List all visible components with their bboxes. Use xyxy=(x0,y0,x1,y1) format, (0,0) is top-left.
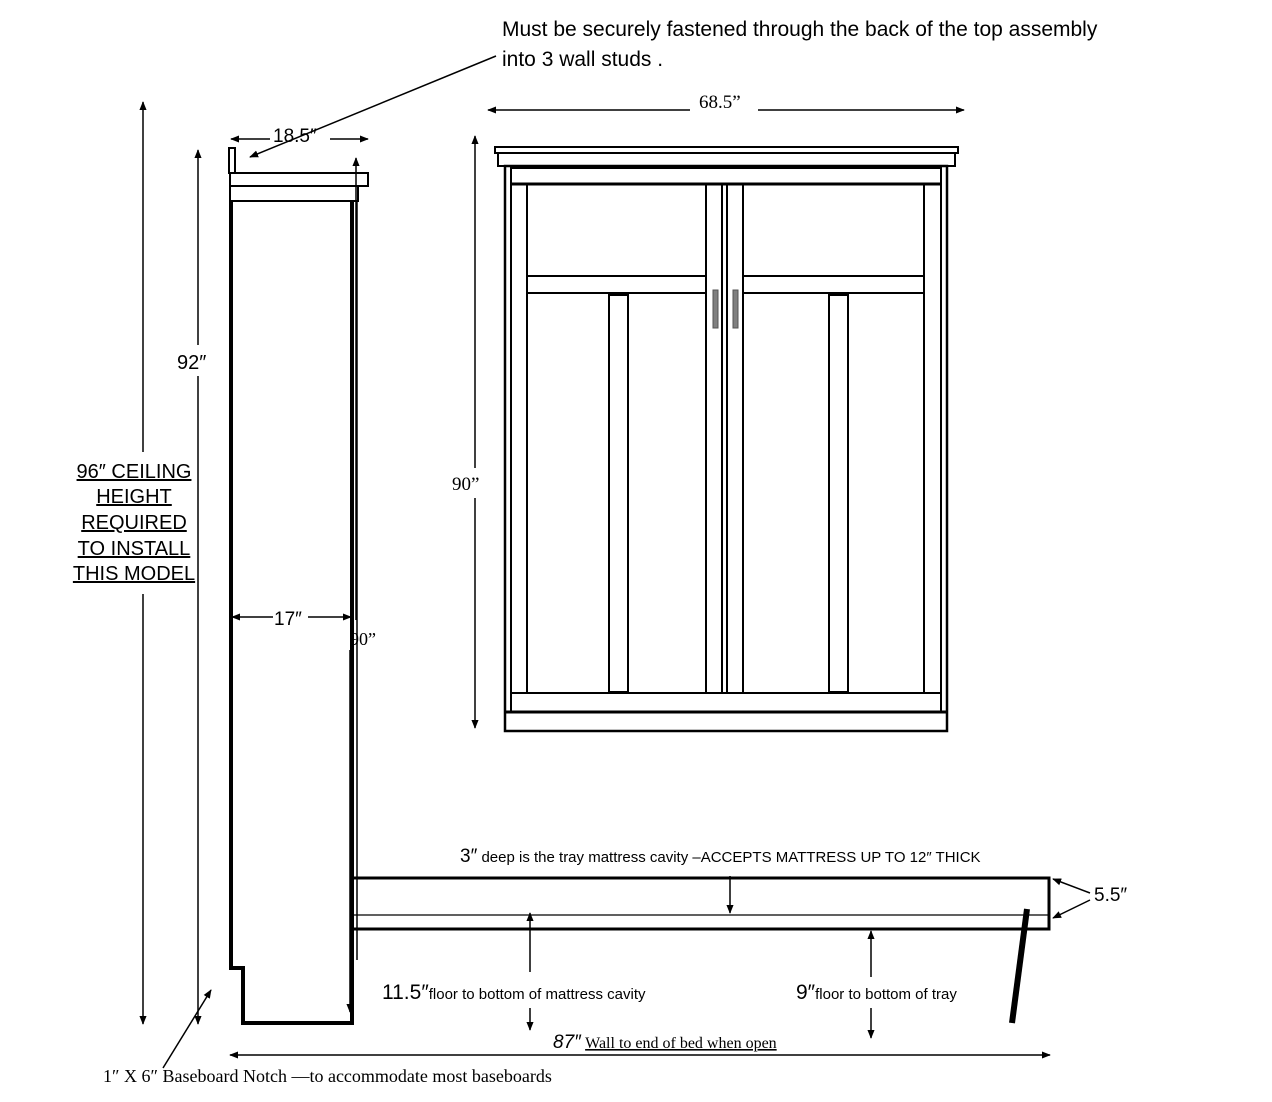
ceiling-note-1: 96″ CEILING xyxy=(77,461,192,483)
right-door xyxy=(726,183,744,694)
dim-label-5-5: 5.5″ xyxy=(1094,885,1127,906)
ceiling-note-3: REQUIRED xyxy=(81,512,187,534)
left-door xyxy=(705,183,723,694)
dim-label-side-90: 90” xyxy=(350,629,376,649)
ceiling-note-4: TO INSTALL xyxy=(78,538,191,560)
side-back-rail xyxy=(228,147,236,174)
bed-leg xyxy=(1009,908,1030,1024)
dim-label-front-90: 90” xyxy=(452,474,479,495)
right-door-handle xyxy=(732,289,739,329)
left-door-handle xyxy=(712,289,719,329)
annotations: Must be securely fastened through the ba… xyxy=(73,18,1128,1086)
floor-tray-note: 9″floor to bottom of tray xyxy=(796,981,957,1004)
floor-cavity-note: 11.5″floor to bottom of mattress cavity xyxy=(382,981,646,1004)
right-door-panel-divider xyxy=(828,294,849,693)
side-top-molding xyxy=(229,185,359,202)
dimension-lines xyxy=(139,55,1091,1069)
front-crown-top xyxy=(494,146,959,154)
left-door-panel-divider xyxy=(608,294,629,693)
tray-cavity-note: 3″ deep is the tray mattress cavity –ACC… xyxy=(460,846,981,867)
dim-label-68-5: 68.5” xyxy=(699,92,741,113)
baseboard-note: 1″ X 6″ Baseboard Notch —to accommodate … xyxy=(103,1066,552,1086)
dim-label-17: 17″ xyxy=(274,609,302,630)
dim-label-18-5: 18.5″ xyxy=(273,126,317,147)
front-cabinet-outer xyxy=(503,164,949,733)
open-length-note: 87″ Wall to end of bed when open xyxy=(553,1032,777,1053)
fasten-note-line2: into 3 wall studs . xyxy=(502,48,663,71)
front-crown-molding xyxy=(497,153,956,167)
fasten-note-line1: Must be securely fastened through the ba… xyxy=(502,18,1098,41)
bed-tray xyxy=(350,876,1051,931)
front-view xyxy=(494,146,959,733)
dim-label-92: 92″ xyxy=(177,352,206,374)
side-top-cap xyxy=(229,172,369,187)
ceiling-note-2: HEIGHT xyxy=(96,486,172,508)
ceiling-note-5: THIS MODEL xyxy=(73,563,195,585)
side-view xyxy=(228,147,1051,1025)
